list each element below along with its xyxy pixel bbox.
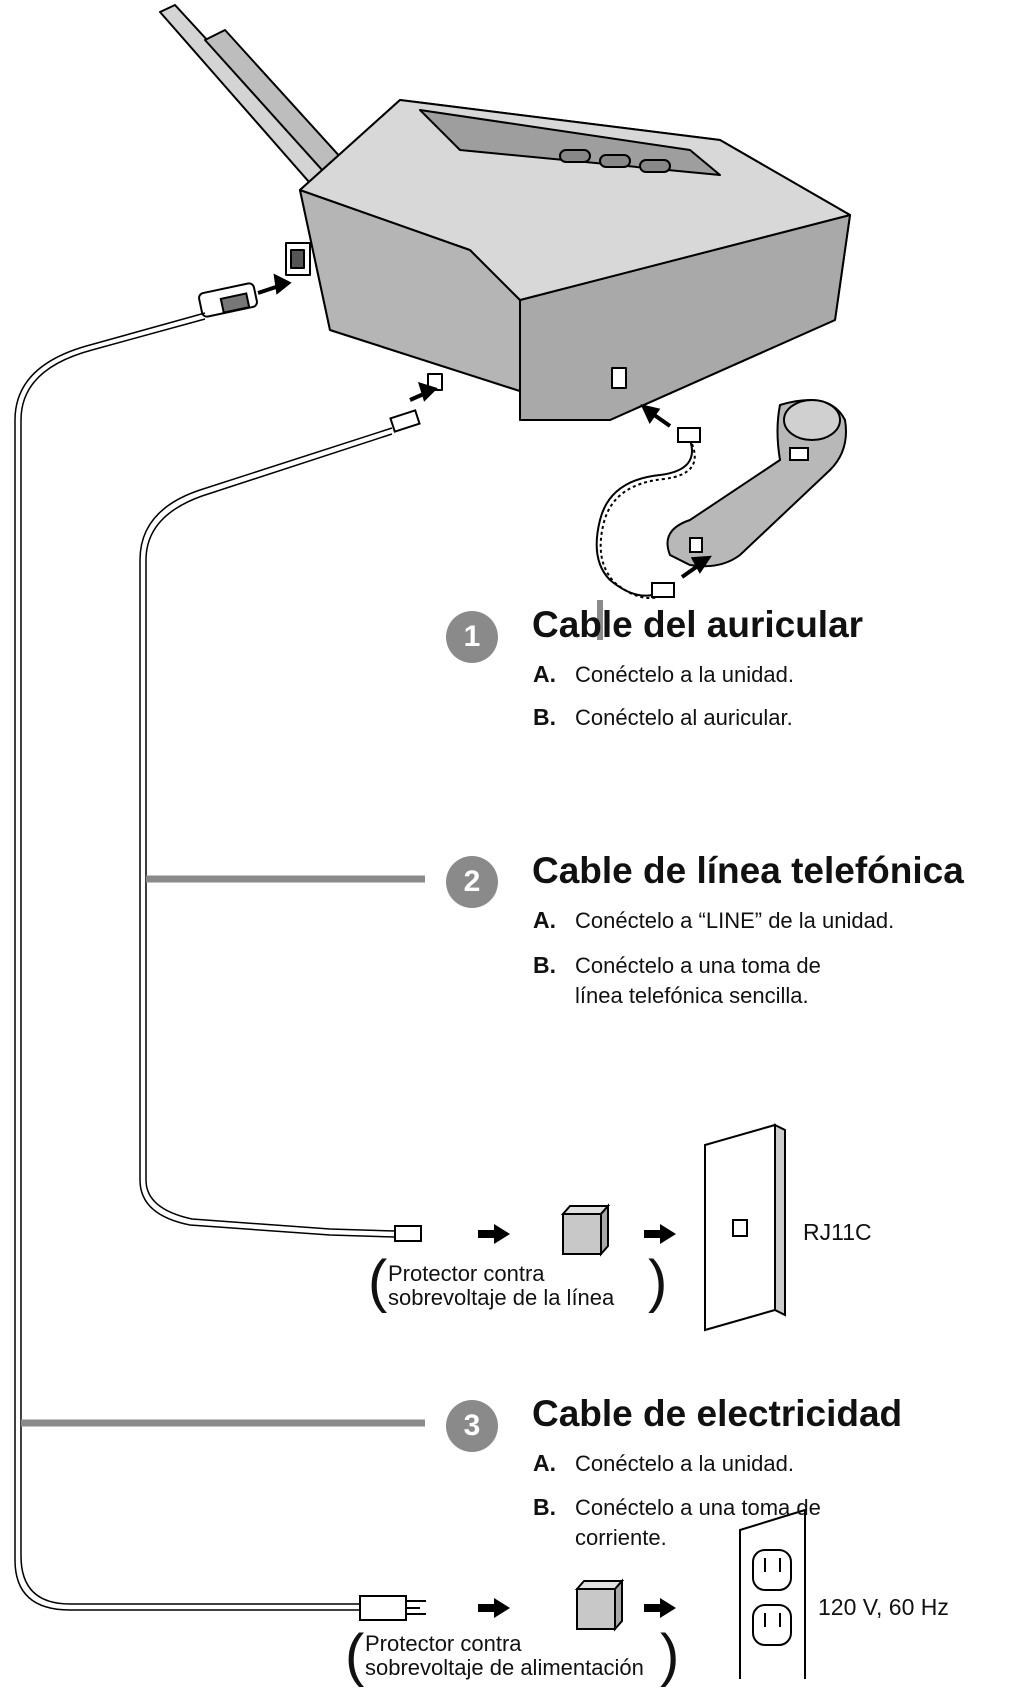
power-row-arrows — [478, 1598, 676, 1618]
section-3-step-a: A. Conéctelo a la unidad. — [533, 1448, 794, 1479]
section-3-step-b: B. Conéctelo a una toma de corriente. — [533, 1492, 821, 1553]
power-cord — [14, 312, 360, 1611]
section-1-step-b: B. Conéctelo al auricular. — [533, 702, 793, 733]
line-row-arrows — [478, 1224, 676, 1244]
power-surge-protector — [574, 1578, 625, 1632]
line-surge-protector — [560, 1203, 611, 1257]
line-plug-end — [394, 1225, 422, 1242]
section-title-phone-line-cord: Cable de línea telefónica — [532, 850, 964, 891]
close-paren: ) — [648, 1249, 668, 1314]
step-number-3: 3 — [446, 1400, 498, 1452]
close-paren: ) — [660, 1623, 680, 1688]
line-plug-unit-end — [389, 409, 421, 433]
step-text: Conéctelo a “LINE” de la unidad. — [575, 908, 895, 933]
insert-arrows — [257, 273, 712, 579]
phone-jack-label: RJ11C — [803, 1219, 872, 1245]
step-number-2: 2 — [446, 856, 498, 908]
handset-illustration — [666, 399, 847, 568]
section-title-power-cord: Cable de electricidad — [532, 1393, 903, 1434]
power-connector-unit-end — [198, 282, 258, 318]
fax-machine-illustration — [159, 4, 851, 421]
open-paren: ( — [368, 1249, 388, 1314]
handset-cord-plug-handset — [651, 582, 675, 598]
step-text: Conéctelo a una toma de — [575, 953, 821, 978]
section-title-handset-cord: Cable del auricular — [532, 604, 864, 645]
open-paren: ( — [345, 1623, 365, 1688]
step-letter: A. — [533, 907, 556, 933]
step-text-continued: línea telefónica sencilla. — [575, 983, 809, 1008]
step-letter: B. — [533, 1494, 556, 1520]
step-text-continued: corriente. — [575, 1525, 667, 1550]
outlet-label: 120 V, 60 Hz — [818, 1594, 949, 1620]
step-letter: A. — [533, 1450, 556, 1476]
telephone-line-cord — [139, 427, 396, 1238]
step-letter: B. — [533, 704, 556, 730]
section-1-step-a: A. Conéctelo a la unidad. — [533, 659, 794, 690]
step-text: Conéctelo a una toma de — [575, 1495, 821, 1520]
section-2-step-a: A. Conéctelo a “LINE” de la unidad. — [533, 905, 894, 936]
caption-line-2: sobrevoltaje de alimentación — [365, 1655, 644, 1680]
power-protector-caption: Protector contra sobrevoltaje de aliment… — [365, 1632, 644, 1680]
step-text: Conéctelo a la unidad. — [575, 662, 794, 687]
step-text: Conéctelo a la unidad. — [575, 1451, 794, 1476]
handset-coiled-cord — [595, 439, 696, 640]
step-letter: B. — [533, 952, 556, 978]
line-protector-caption: Protector contra sobrevoltaje de la líne… — [388, 1262, 614, 1310]
section-2-step-b: B. Conéctelo a una toma de línea telefóni… — [533, 950, 821, 1011]
wall-phone-jack — [704, 1123, 786, 1332]
power-plug-end — [359, 1595, 426, 1621]
wall-power-outlet — [739, 1508, 806, 1679]
caption-line-2: sobrevoltaje de la línea — [388, 1285, 615, 1310]
step-number-1: 1 — [446, 611, 498, 663]
step-text: Conéctelo al auricular. — [575, 705, 793, 730]
caption-line-1: Protector contra — [388, 1261, 545, 1286]
step-letter: A. — [533, 661, 556, 687]
caption-line-1: Protector contra — [365, 1631, 522, 1656]
handset-cord-plug-unit — [677, 427, 701, 443]
